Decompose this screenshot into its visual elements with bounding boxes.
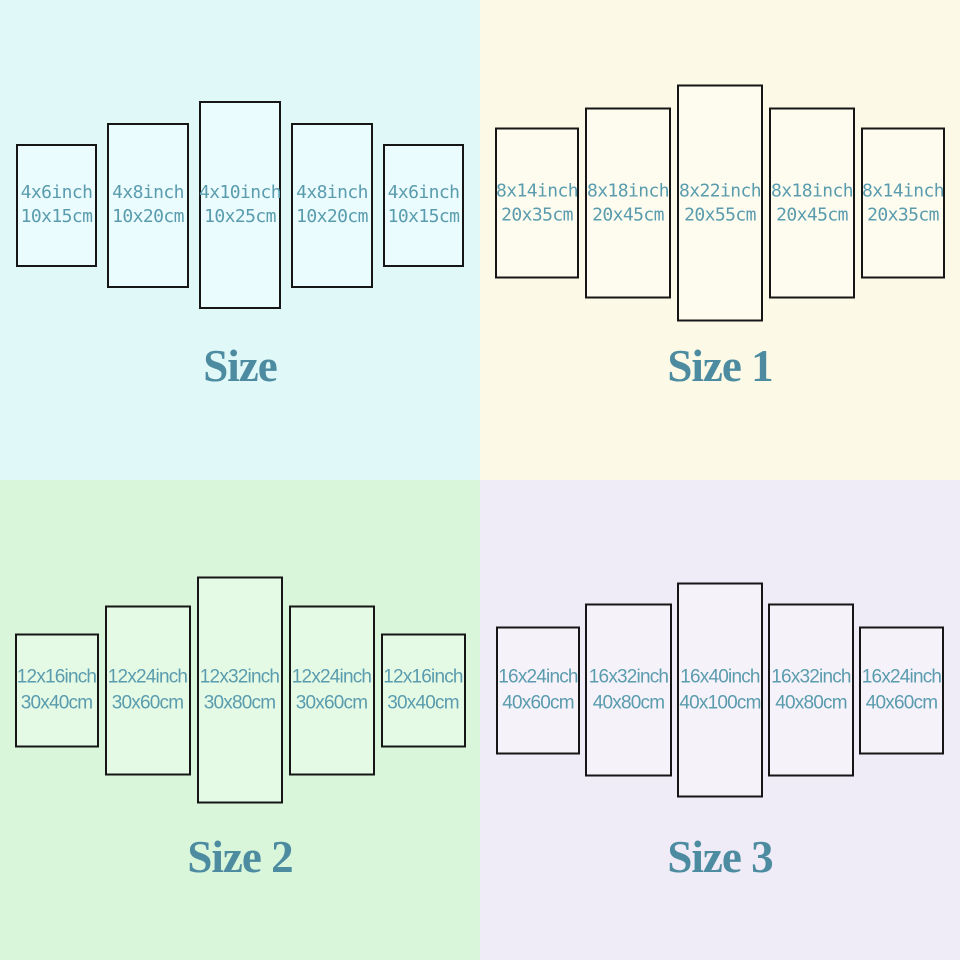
quadrant-size: 4x6inch 10x15cm 4x8inch 10x20cm 4x10inch… <box>0 0 480 480</box>
size-panel: 12x16inch 30x40cm <box>14 633 99 747</box>
panel-size-inch: 4x8inch <box>296 182 368 204</box>
size-panel: 4x6inch 10x15cm <box>16 143 97 267</box>
panel-size-inch: 12x24inch <box>291 666 372 688</box>
panel-size-cm: 20x35cm <box>867 204 939 225</box>
quadrant-title: Size 1 <box>667 341 773 391</box>
panel-row: 16x24inch 40x60cm 16x32inch 40x80cm 16x4… <box>480 582 960 798</box>
size-panel: 4x10inch 10x25cm <box>199 101 282 309</box>
panel-row: 4x6inch 10x15cm 4x8inch 10x20cm 4x10inch… <box>0 101 480 309</box>
size-panel: 8x22inch 20x55cm <box>677 84 763 322</box>
panel-size-label: 12x24inch 30x60cm <box>291 665 372 715</box>
size-panel: 8x18inch 20x45cm <box>769 107 855 299</box>
panel-size-inch: 12x32inch <box>199 666 280 688</box>
size-panel: 8x14inch 20x35cm <box>495 127 579 279</box>
size-panel: 8x18inch 20x45cm <box>585 107 671 299</box>
quadrant-title: Size <box>203 341 277 391</box>
panel-size-cm: 20x55cm <box>684 204 756 225</box>
panel-size-label: 4x10inch 10x25cm <box>199 181 282 229</box>
panel-size-cm: 40x60cm <box>502 692 574 713</box>
panel-size-label: 12x16inch 30x40cm <box>16 665 97 715</box>
panel-size-cm: 40x80cm <box>775 692 847 713</box>
panel-size-inch: 12x16inch <box>383 666 463 688</box>
size-panel: 16x24inch 40x60cm <box>496 626 580 754</box>
size-panel: 16x32inch 40x80cm <box>585 603 672 777</box>
panel-size-cm: 30x80cm <box>203 692 276 713</box>
panel-size-label: 12x32inch 30x80cm <box>199 665 280 715</box>
panel-size-label: 16x24inch 40x60cm <box>498 665 578 715</box>
panel-size-cm: 20x45cm <box>592 204 664 225</box>
panel-size-cm: 30x60cm <box>295 692 368 713</box>
panel-size-inch: 4x6inch <box>20 182 93 204</box>
panel-size-cm: 10x15cm <box>387 206 460 227</box>
panel-size-label: 8x22inch 20x55cm <box>679 179 762 227</box>
quadrant-size-1: 8x14inch 20x35cm 8x18inch 20x45cm 8x22in… <box>480 0 960 480</box>
panel-size-inch: 4x8inch <box>112 182 184 204</box>
panel-size-label: 8x18inch 20x45cm <box>771 179 854 227</box>
panel-size-label: 16x40inch 40x100cm <box>679 665 761 715</box>
size-panel: 4x6inch 10x15cm <box>383 143 464 267</box>
panel-size-label: 12x16inch 30x40cm <box>383 665 463 715</box>
panel-size-cm: 40x60cm <box>865 692 938 713</box>
size-panel: 12x24inch 30x60cm <box>104 605 191 775</box>
panel-size-cm: 30x40cm <box>387 692 459 713</box>
panel-size-inch: 8x22inch <box>679 180 762 202</box>
quadrant-title: Size 3 <box>667 832 773 882</box>
size-panel: 16x40inch 40x100cm <box>677 582 763 798</box>
panel-size-inch: 16x32inch <box>588 666 669 688</box>
panel-size-inch: 16x32inch <box>771 666 851 688</box>
panel-size-cm: 40x80cm <box>592 692 665 713</box>
panel-size-cm: 10x20cm <box>296 206 368 227</box>
size-panel: 16x32inch 40x80cm <box>768 603 854 777</box>
panel-size-label: 8x14inch 20x35cm <box>862 179 945 227</box>
panel-size-inch: 4x6inch <box>387 182 460 204</box>
panel-size-cm: 20x45cm <box>776 204 848 225</box>
panel-size-label: 8x18inch 20x45cm <box>587 179 670 227</box>
panel-size-cm: 30x60cm <box>111 692 184 713</box>
panel-size-label: 8x14inch 20x35cm <box>496 179 579 227</box>
panel-row: 8x14inch 20x35cm 8x18inch 20x45cm 8x22in… <box>480 84 960 322</box>
panel-size-label: 4x6inch 10x15cm <box>21 181 93 229</box>
panel-size-label: 12x24inch 30x60cm <box>107 665 188 715</box>
panel-size-label: 16x24inch 40x60cm <box>861 665 942 715</box>
panel-size-inch: 12x24inch <box>107 666 188 688</box>
size-panel: 4x8inch 10x20cm <box>107 122 189 288</box>
panel-size-inch: 12x16inch <box>16 666 97 688</box>
panel-size-label: 16x32inch 40x80cm <box>588 665 669 715</box>
panel-size-cm: 10x25cm <box>204 206 276 227</box>
panel-size-inch: 8x18inch <box>587 180 670 202</box>
panel-size-label: 16x32inch 40x80cm <box>771 665 851 715</box>
panel-size-inch: 16x24inch <box>498 666 578 688</box>
size-panel: 8x14inch 20x35cm <box>861 127 945 279</box>
panel-size-cm: 40x100cm <box>679 692 761 713</box>
panel-size-label: 4x6inch 10x15cm <box>388 181 460 229</box>
quadrant-size-2: 12x16inch 30x40cm 12x24inch 30x60cm 12x3… <box>0 480 480 960</box>
panel-size-cm: 10x20cm <box>112 206 184 227</box>
panel-size-cm: 20x35cm <box>501 204 573 225</box>
panel-size-inch: 4x10inch <box>199 182 282 204</box>
panel-size-cm: 10x15cm <box>20 206 93 227</box>
panel-size-inch: 16x40inch <box>680 666 760 688</box>
panel-size-inch: 8x14inch <box>496 180 579 202</box>
size-panel: 12x32inch 30x80cm <box>196 576 283 804</box>
panel-size-inch: 8x18inch <box>771 180 854 202</box>
panel-size-label: 4x8inch 10x20cm <box>296 181 368 229</box>
panel-size-label: 4x8inch 10x20cm <box>112 181 184 229</box>
size-panel: 16x24inch 40x60cm <box>859 626 944 754</box>
panel-size-inch: 8x14inch <box>862 180 945 202</box>
size-panel: 12x24inch 30x60cm <box>288 605 375 775</box>
quadrant-title: Size 2 <box>187 832 293 882</box>
size-panel: 4x8inch 10x20cm <box>291 122 373 288</box>
quadrant-size-3: 16x24inch 40x60cm 16x32inch 40x80cm 16x4… <box>480 480 960 960</box>
panel-size-inch: 16x24inch <box>861 666 942 688</box>
panel-row: 12x16inch 30x40cm 12x24inch 30x60cm 12x3… <box>0 576 480 804</box>
size-panel: 12x16inch 30x40cm <box>380 633 466 747</box>
panel-size-cm: 30x40cm <box>20 692 93 713</box>
